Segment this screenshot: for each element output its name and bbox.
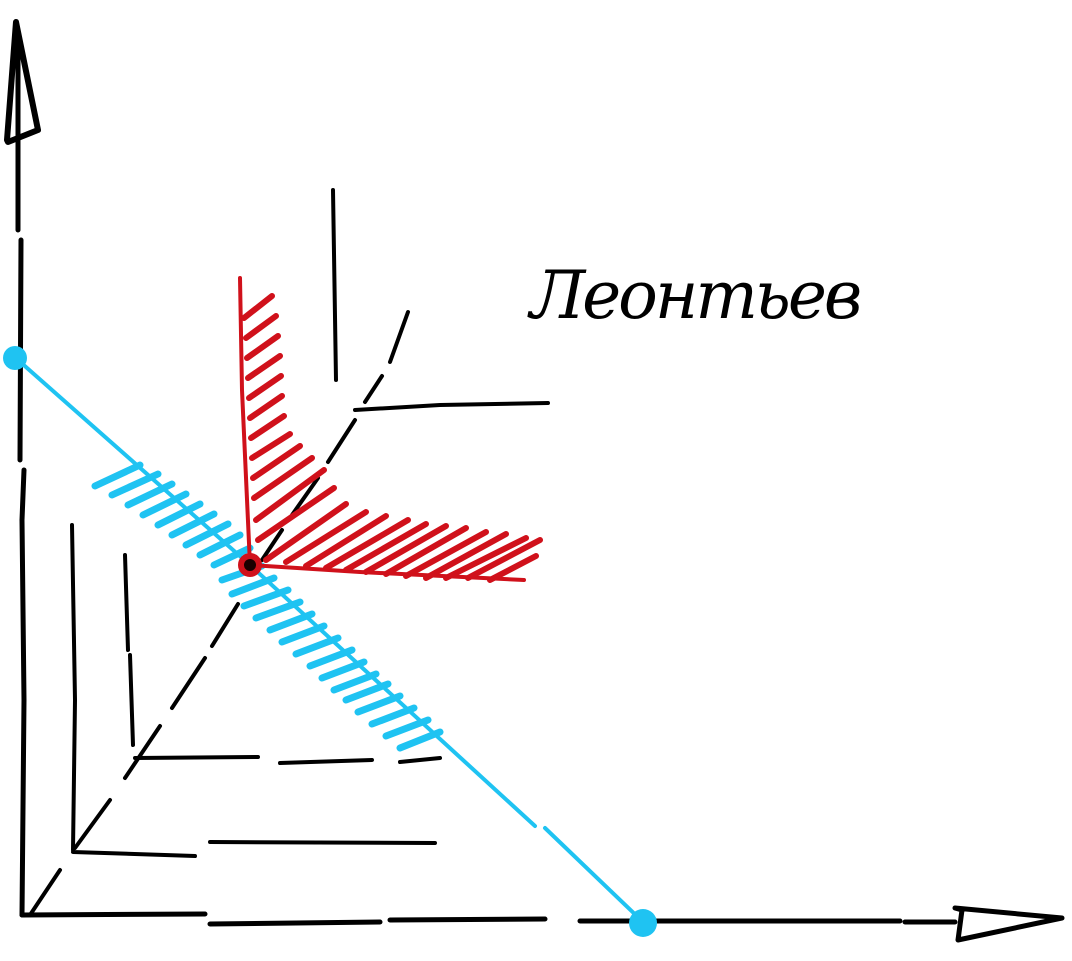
y-axis: [4, 19, 41, 918]
x-axis-arrowhead: [952, 905, 1065, 943]
x-intercept-point: [629, 909, 657, 937]
contour-outer: [70, 523, 437, 858]
inner-level-contours: [70, 188, 550, 858]
dashed-diagonal-ray: [28, 310, 410, 917]
y-intercept-point: [3, 346, 27, 370]
y-axis-arrowhead: [4, 19, 41, 145]
optimum-point: [238, 553, 262, 577]
budget-hatching: [91, 461, 444, 752]
contour-upper: [331, 188, 550, 412]
indifference-curve-group: [238, 276, 543, 583]
contour-middle: [123, 553, 442, 765]
y-axis-line: [15, 27, 27, 918]
indifference-hatching: [241, 293, 543, 583]
x-axis: [19, 905, 1065, 943]
handwritten-label: Леонтьев: [527, 257, 860, 334]
x-axis-line: [19, 911, 958, 927]
budget-line-group: [3, 346, 657, 937]
